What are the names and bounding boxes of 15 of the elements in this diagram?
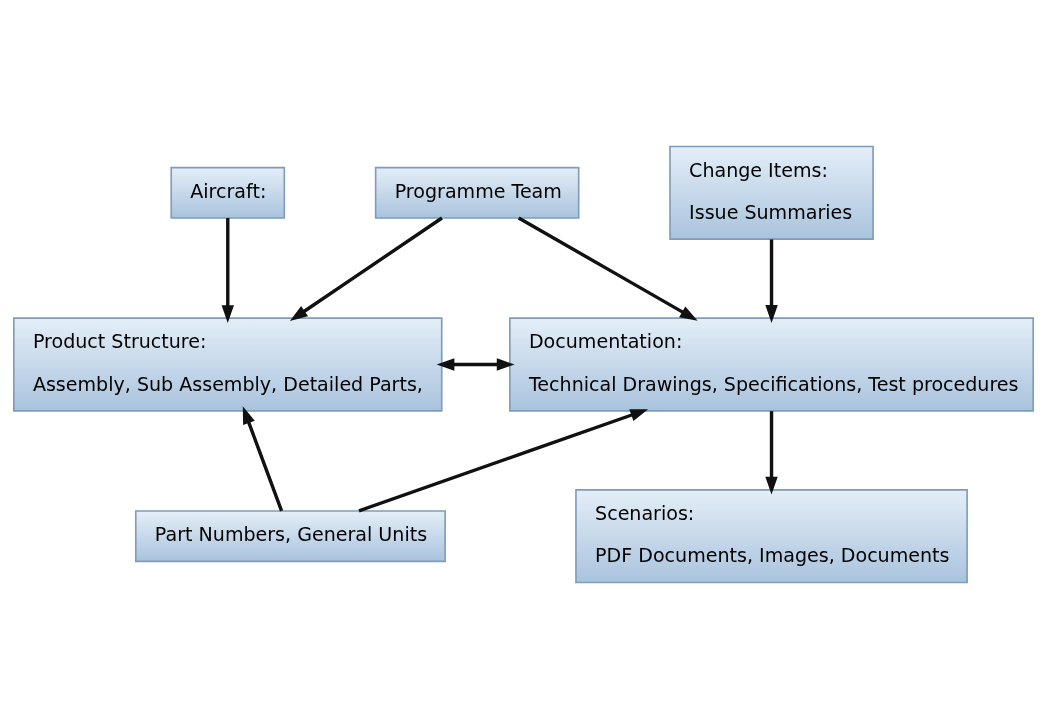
arrow	[436, 357, 515, 371]
arrow	[765, 238, 778, 323]
node-box: Scenarios: PDF Documents, Images, Documents	[575, 488, 968, 583]
arrow	[517, 216, 698, 321]
arrow	[765, 410, 778, 495]
node-box: Aircraft:	[170, 166, 286, 219]
arrow	[289, 216, 443, 321]
node-box: Documentation: Technical Drawings, Specifications, Test procedures	[509, 316, 1034, 412]
node-box: Change Items: Issue Summaries	[669, 145, 874, 240]
node-box: Product Structure: Assembly, Sub Assembly, Detailed Parts,	[13, 316, 443, 412]
node-box: Part Numbers, General Units	[134, 509, 446, 562]
arrow	[221, 217, 234, 323]
node-box: Programme Team	[374, 166, 580, 219]
arrow	[358, 408, 649, 512]
arrow	[242, 405, 284, 511]
